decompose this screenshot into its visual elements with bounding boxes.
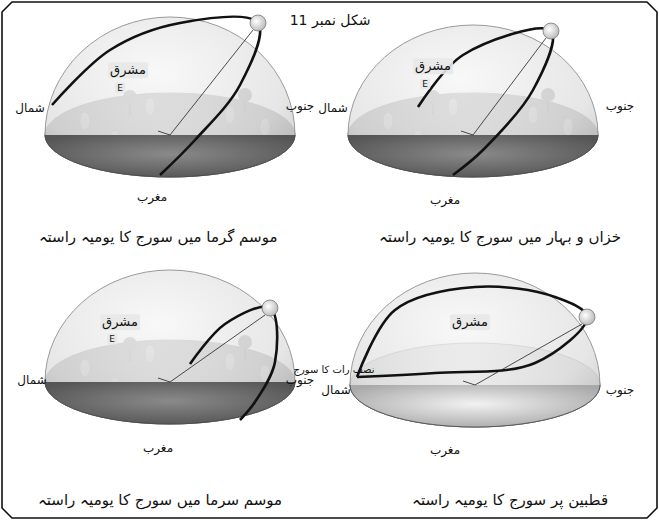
- sun-direction-line: [170, 315, 265, 382]
- panel-caption: خزاں و بہار میں سورج کا یومیہ راستہ: [379, 228, 621, 246]
- direction-letter: E: [107, 334, 117, 345]
- direction-label: جنوب: [606, 383, 635, 397]
- ground-rim: [45, 135, 295, 177]
- panel-caption: قطبین پر سورج کا یومیہ راستہ: [412, 491, 608, 509]
- sun-symbol: [250, 15, 266, 31]
- direction-letter: E: [420, 79, 430, 90]
- midnight-sun-label: نصف رات کا سورج: [293, 364, 374, 376]
- panel-caption: موسم گرما میں سورج کا یومیہ راستہ: [39, 228, 278, 246]
- direction-label: شمال: [321, 383, 350, 397]
- sun-dome: [348, 23, 598, 177]
- direction-label: مشرق: [100, 314, 140, 330]
- ground-rim: [45, 382, 295, 424]
- direction-label: جنوب: [606, 99, 635, 113]
- angle-mark: [461, 131, 473, 135]
- sun-symbol: [579, 309, 595, 325]
- figure-title: شکل نمبر 11: [290, 12, 371, 29]
- direction-label: مغرب: [137, 190, 167, 204]
- direction-label: مشرق: [450, 314, 490, 330]
- direction-label: شمال: [17, 373, 46, 387]
- sky-dome: [45, 270, 295, 424]
- sun-dome: [350, 273, 600, 427]
- sun-path: [190, 307, 277, 420]
- sky-dome: [45, 17, 295, 177]
- sun-path: [418, 28, 553, 175]
- direction-label: مغرب: [143, 441, 173, 455]
- sun-dome: [45, 15, 295, 177]
- direction-label: مشرق: [108, 62, 148, 78]
- direction-label: شمال: [318, 101, 347, 115]
- sun-dome: [45, 270, 295, 424]
- ground-rim: [350, 385, 600, 427]
- angle-mark: [463, 381, 475, 385]
- panel-caption: موسم سرما میں سورج کا یومیہ راستہ: [38, 491, 282, 509]
- sun-path: [52, 17, 260, 175]
- direction-label: مشرق: [413, 58, 453, 74]
- sky-dome: [348, 25, 598, 177]
- direction-letter: E: [115, 83, 125, 94]
- angle-mark: [158, 378, 170, 382]
- direction-label: مغرب: [430, 193, 460, 207]
- sun-direction-line: [170, 30, 253, 135]
- direction-label: شمال: [15, 101, 44, 115]
- sun-direction-line: [473, 38, 546, 135]
- direction-label: مغرب: [430, 443, 460, 457]
- sun-direction-line: [475, 324, 582, 385]
- sun-symbol: [262, 300, 278, 316]
- ground-rim: [348, 135, 598, 177]
- sky-dome: [350, 273, 600, 427]
- sun-path: [357, 287, 587, 377]
- angle-mark: [158, 131, 170, 135]
- sun-symbol: [543, 23, 559, 39]
- direction-label: جنوب: [286, 99, 315, 113]
